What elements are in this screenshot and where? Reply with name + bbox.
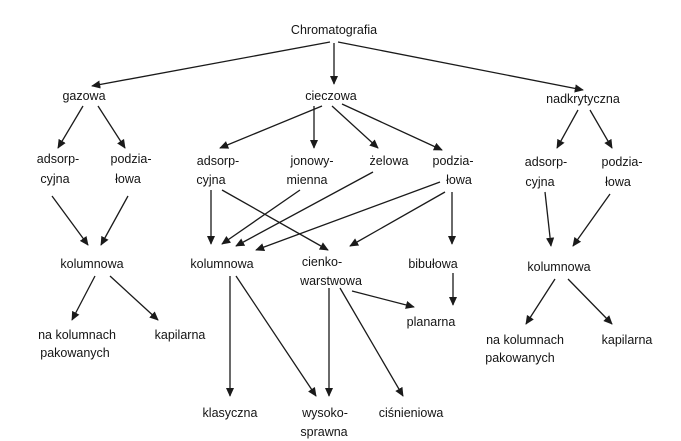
svg-text:łowa: łowa (115, 172, 141, 186)
edges (51, 41, 613, 397)
node-cienkowarstwowa: cienko- warstwowa (299, 255, 362, 288)
svg-text:podzia-: podzia- (111, 152, 152, 166)
svg-text:cyjna: cyjna (40, 172, 69, 186)
svg-text:warstwowa: warstwowa (299, 274, 362, 288)
svg-text:mienna: mienna (287, 173, 328, 187)
edge-c-adsorpcyjna-cienkowarstwowa (221, 189, 329, 251)
edge-n-kolumnowa-pakowanych (525, 278, 556, 325)
svg-text:pakowanych: pakowanych (485, 351, 555, 365)
edge-root-nadkrytyczna (337, 41, 584, 93)
edge-cieczowa-podzialowa (341, 103, 443, 151)
node-gazowa-kapilarna: kapilarna (155, 328, 206, 342)
nodes: Chromatografia gazowa cieczowa nadkrytyc… (37, 23, 653, 439)
svg-text:adsorp-: adsorp- (525, 155, 567, 169)
edge-cieczowa-zelowa (331, 105, 379, 149)
svg-text:adsorp-: adsorp- (197, 154, 239, 168)
edge-n-adsorpcyjna-kolumnowa (544, 191, 555, 247)
node-nadkrytyczna-na-kolumnach-pakowanych: na kolumnach pakowanych (485, 333, 564, 365)
edge-root-gazowa (91, 41, 331, 89)
svg-text:łowa: łowa (446, 173, 472, 187)
node-gazowa-adsorpcyjna: adsorp- cyjna (37, 152, 79, 186)
edge-cienkowarstwowa-planarna (351, 290, 415, 309)
node-cieczowa-adsorpcyjna: adsorp- cyjna (196, 154, 239, 187)
edge-c-podzialowa-kolumnowa (255, 181, 441, 252)
svg-text:jonowy-: jonowy- (289, 154, 333, 168)
edge-g-adsorpcyjna-kolumnowa (51, 195, 89, 246)
node-jonowymienna: jonowy- mienna (287, 154, 334, 187)
edge-g-kolumnowa-pakowanych (71, 275, 96, 321)
svg-text:adsorp-: adsorp- (37, 152, 79, 166)
edge-g-podzialowa-kolumnowa (100, 195, 129, 246)
edge-nadkrytyczna-podzialowa (589, 109, 613, 149)
node-cisnieniowa: ciśnieniowa (379, 406, 444, 420)
node-zelowa: żelowa (370, 154, 409, 168)
node-gazowa-podzialowa: podzia- łowa (111, 152, 152, 186)
edge-g-kolumnowa-kapilarna (109, 275, 159, 321)
node-gazowa-na-kolumnach-pakowanych: na kolumnach pakowanych (38, 328, 116, 360)
node-cieczowa-podzialowa: podzia- łowa (433, 154, 474, 187)
edge-gazowa-adsorpcyjna (57, 105, 84, 149)
svg-text:sprawna: sprawna (300, 425, 347, 439)
edge-cieczowa-adsorpcyjna (219, 105, 323, 149)
edge-n-kolumnowa-kapilarna (567, 278, 613, 325)
edge-cienkowarstwowa-cisnieniowa (339, 287, 404, 397)
svg-text:łowa: łowa (605, 175, 631, 189)
svg-text:na kolumnach: na kolumnach (486, 333, 564, 347)
edge-c-podzialowa-cienkowarstwowa (349, 191, 446, 247)
node-nadkrytyczna-kapilarna: kapilarna (602, 333, 653, 347)
edge-gazowa-podzialowa (97, 105, 126, 149)
node-cieczowa-kolumnowa: kolumnowa (190, 257, 253, 271)
edge-c-kolumnowa-wysokosprawna (235, 275, 317, 397)
svg-text:cyjna: cyjna (196, 173, 225, 187)
edge-zelowa-kolumnowa (235, 171, 374, 247)
edge-jonowymienna-kolumnowa (221, 189, 301, 245)
node-nadkrytyczna-adsorpcyjna: adsorp- cyjna (525, 155, 567, 189)
node-bibulowa: bibułowa (408, 257, 457, 271)
node-planarna: planarna (407, 315, 456, 329)
svg-text:na kolumnach: na kolumnach (38, 328, 116, 342)
node-chromatografia: Chromatografia (291, 23, 377, 37)
svg-text:cienko-: cienko- (302, 255, 342, 269)
edge-nadkrytyczna-adsorpcyjna (556, 109, 579, 149)
svg-text:podzia-: podzia- (433, 154, 474, 168)
node-klasyczna: klasyczna (203, 406, 258, 420)
node-nadkrytyczna-podzialowa: podzia- łowa (602, 155, 643, 189)
svg-text:podzia-: podzia- (602, 155, 643, 169)
node-gazowa-kolumnowa: kolumnowa (60, 257, 123, 271)
svg-text:cyjna: cyjna (525, 175, 554, 189)
edge-n-podzialowa-kolumnowa (572, 193, 611, 247)
node-cieczowa: cieczowa (305, 89, 356, 103)
svg-text:wysoko-: wysoko- (301, 406, 348, 420)
svg-text:pakowanych: pakowanych (40, 346, 110, 360)
node-wysokosprawna: wysoko- sprawna (300, 406, 348, 439)
node-nadkrytyczna-kolumnowa: kolumnowa (527, 260, 590, 274)
node-gazowa: gazowa (62, 89, 105, 103)
node-nadkrytyczna: nadkrytyczna (546, 92, 620, 106)
